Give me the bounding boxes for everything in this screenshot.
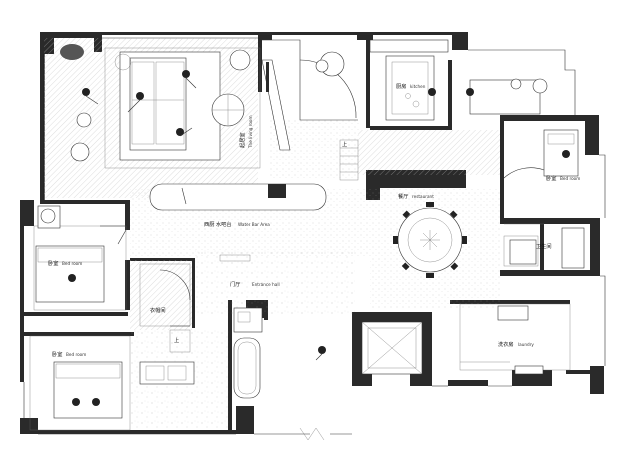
entrance-figure (315, 346, 326, 361)
living-room-label-cn: 起居室 (238, 132, 246, 148)
elevator-core (361, 321, 423, 375)
cloakroom-label: 衣帽间 (150, 306, 166, 314)
entrance-hall-label-en: Entrance hall (252, 282, 280, 287)
cloakroom-area (139, 263, 191, 327)
bedroom-right-label-en: Bed room (560, 176, 580, 181)
person-figure (466, 88, 474, 96)
person-figure (68, 274, 76, 282)
restaurant-label-cn: 餐厅 (398, 192, 408, 200)
person-figure (182, 70, 197, 89)
laundry-label-cn: 洗衣房 (498, 340, 514, 348)
bathtub (233, 307, 263, 399)
person-figure (82, 88, 99, 105)
bathroom-right (503, 223, 585, 269)
restaurant-label-en: restaurant (412, 194, 434, 199)
person-figure (127, 92, 144, 113)
bathroom-label: 卫生间 (536, 242, 552, 250)
water-bar-label-cn: 西厨 水吧台 (204, 220, 232, 228)
person-figure (176, 127, 193, 137)
water-bar (149, 183, 327, 262)
dining-area (393, 202, 467, 278)
water-bar-label-en: Water Bar Area (238, 222, 270, 227)
dining-chairs (393, 202, 467, 278)
right-bedroom (466, 78, 579, 179)
entrance-hall-label-cn: 门厅 (230, 280, 240, 288)
kitchen-area (369, 39, 449, 121)
living-room-label-en: The living room (248, 115, 253, 149)
laundry-room (459, 303, 571, 375)
laundry-label-en: laundry (518, 342, 534, 347)
bedroom-left-bottom-label-cn: 卧室 (52, 350, 62, 358)
person-figure (428, 88, 436, 96)
bedroom-right-label-cn: 卧室 (546, 174, 556, 182)
kitchen-label-cn: 厨房 (396, 82, 406, 90)
up-arrow-mark: 上 (174, 336, 179, 344)
bedroom-left-top-label-cn: 卧室 (48, 259, 58, 267)
stairs (169, 139, 359, 353)
bedroom-left-top-label-en: Bed room (62, 261, 82, 266)
tv-wall (261, 39, 358, 151)
person-figure (72, 398, 100, 406)
left-top-bedroom (33, 205, 127, 311)
living-room (60, 44, 261, 169)
bedroom-left-bottom-label-en: Bed room (66, 352, 86, 357)
up-arrow-mark: 上 (342, 140, 347, 148)
kitchen-label-en: kitchen (410, 84, 426, 89)
person-figure (562, 150, 570, 158)
left-bottom-bedroom (29, 335, 195, 431)
